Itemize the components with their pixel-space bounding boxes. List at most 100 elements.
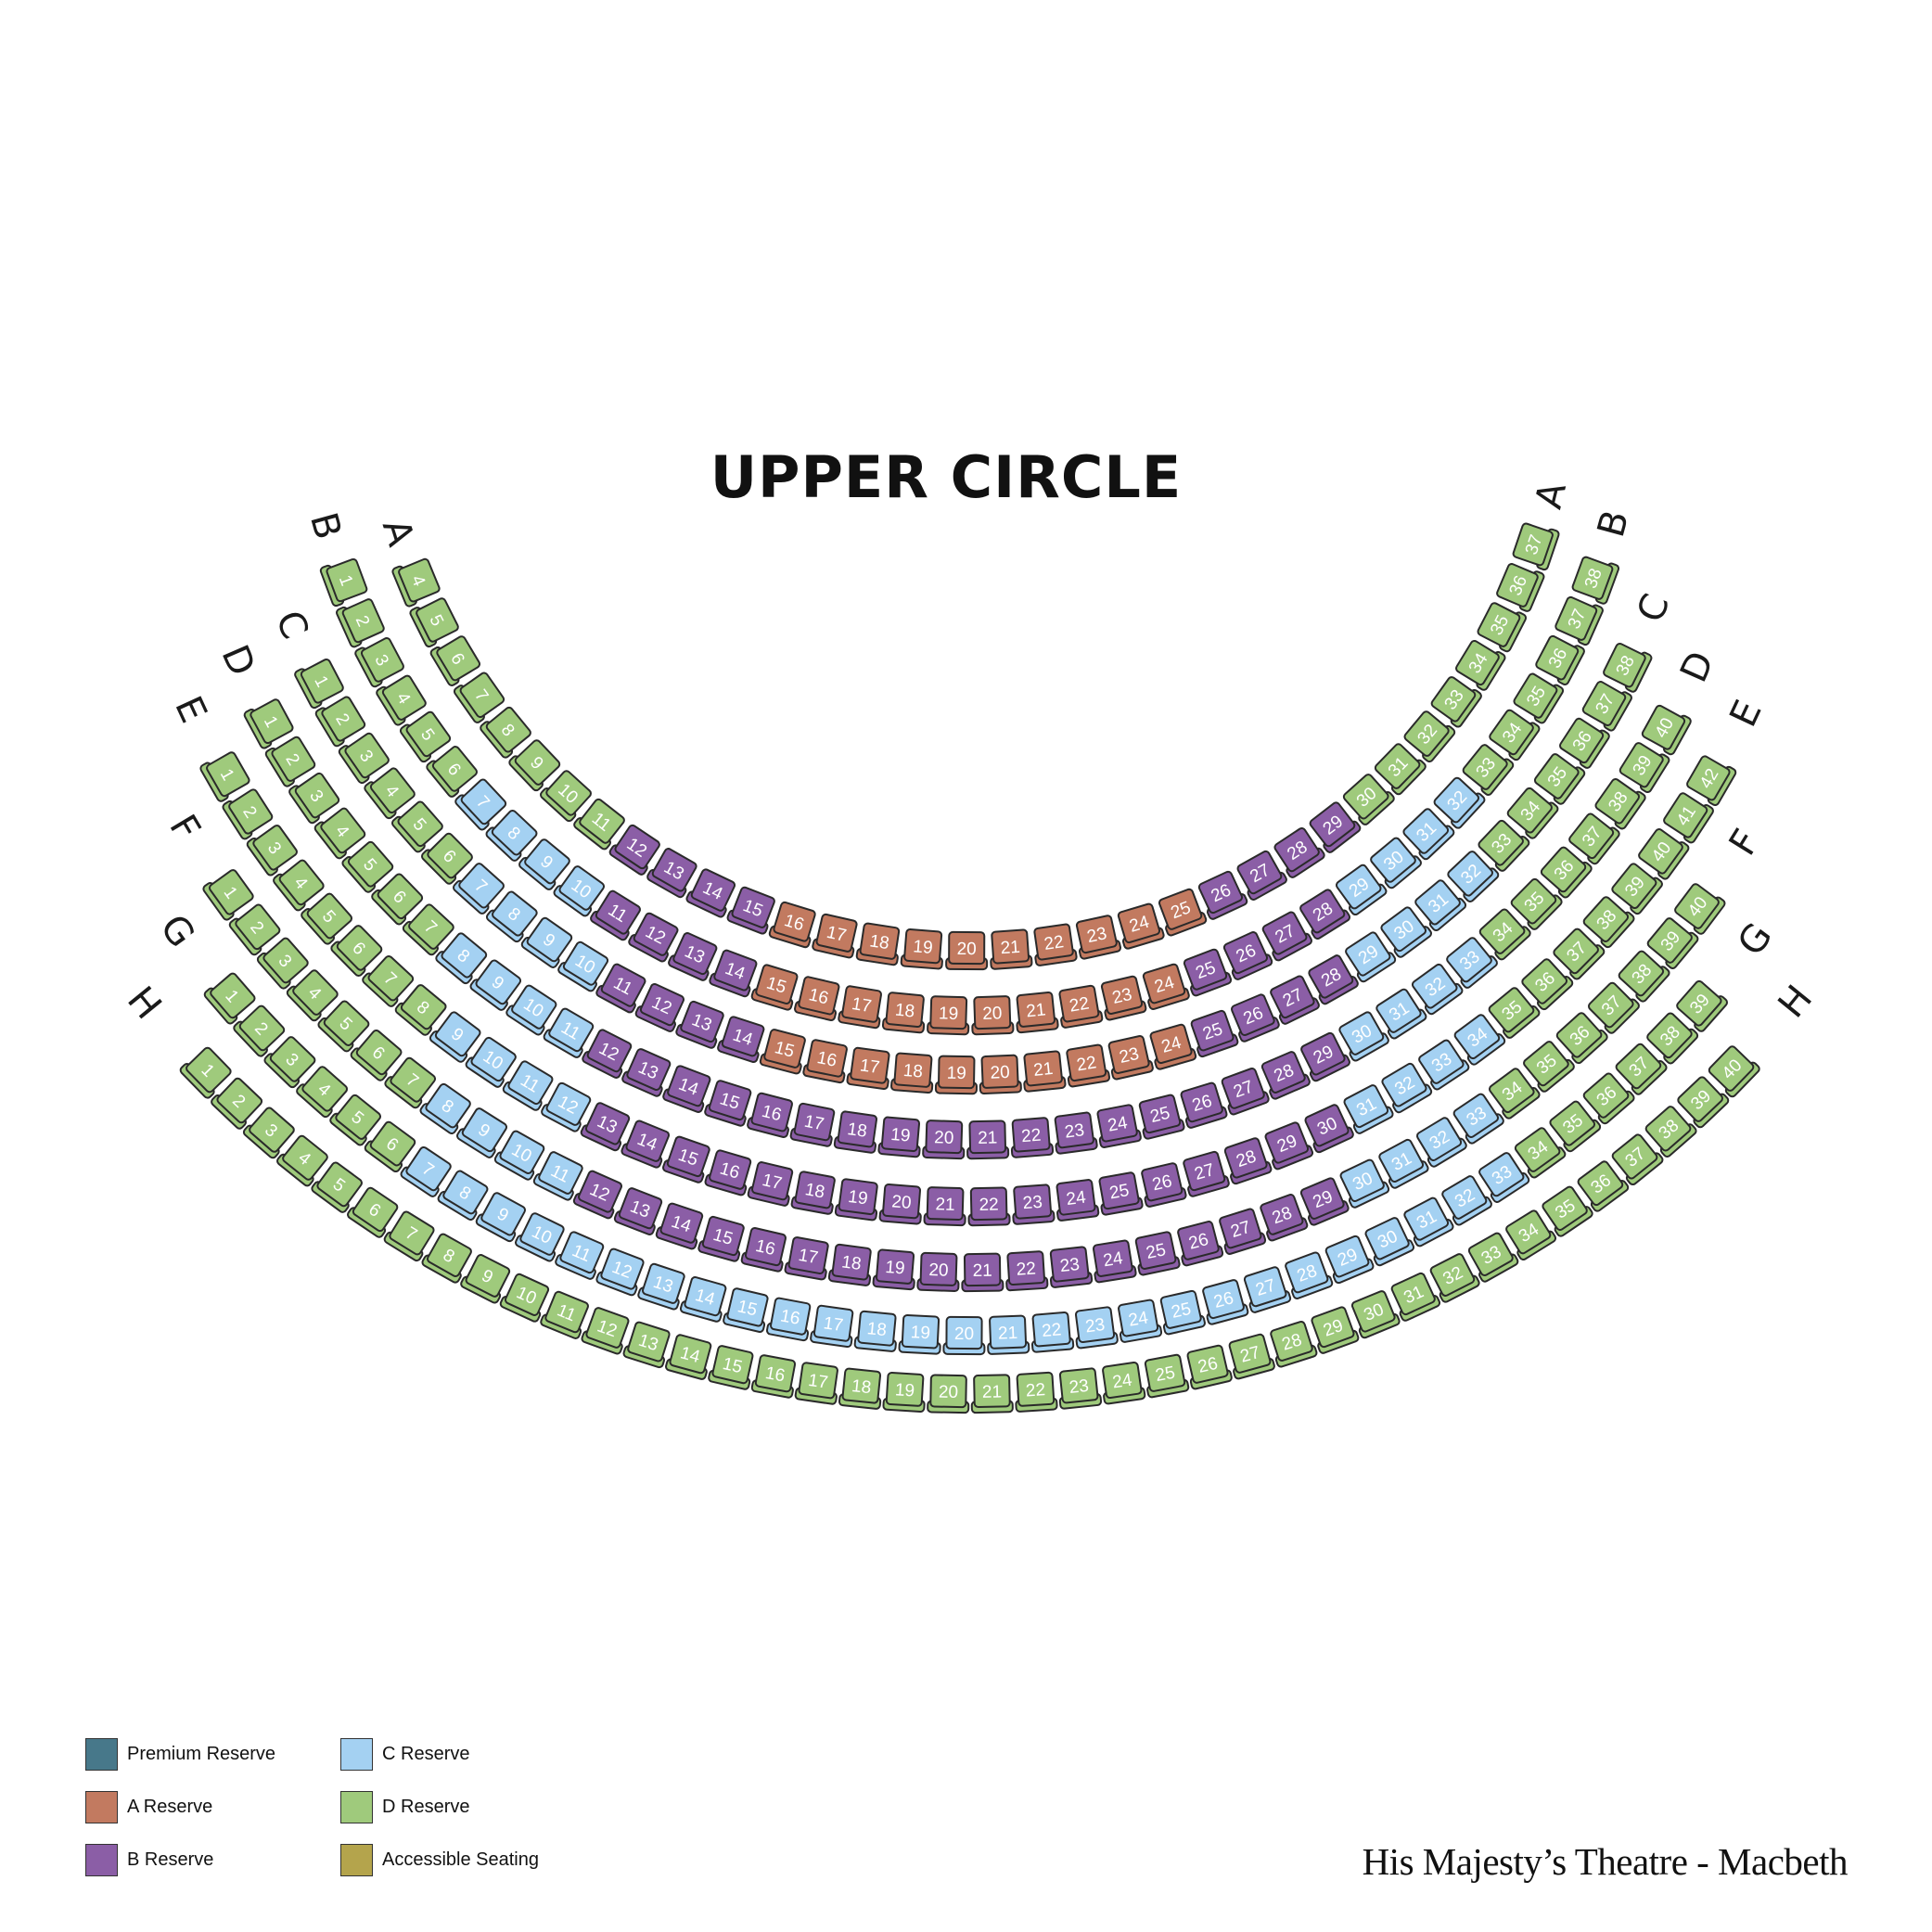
seat[interactable]: 34 [1487, 707, 1541, 761]
seat[interactable]: 23 [1098, 975, 1147, 1021]
seat[interactable]: 10 [505, 982, 560, 1036]
seat[interactable]: 26 [1138, 1162, 1187, 1208]
seat[interactable]: 6 [429, 633, 482, 686]
seat[interactable]: 29 [1298, 1030, 1350, 1082]
seat[interactable]: 38 [1616, 948, 1670, 1003]
seat[interactable]: 8 [485, 807, 540, 862]
seat[interactable]: 22 [1004, 1250, 1049, 1292]
seat[interactable]: 13 [621, 1047, 673, 1097]
seat[interactable]: 33 [1415, 1037, 1470, 1091]
seat[interactable]: 30 [1377, 904, 1432, 958]
seat[interactable]: 40 [1672, 880, 1726, 935]
seat[interactable]: 5 [390, 799, 445, 853]
seat[interactable]: 30 [1301, 1103, 1354, 1154]
seat[interactable]: 21 [966, 1120, 1010, 1160]
seat[interactable]: 21 [961, 1252, 1004, 1293]
seat[interactable]: 21 [1021, 1050, 1067, 1093]
seat[interactable]: 26 [1199, 1278, 1249, 1325]
seat[interactable]: 14 [662, 1064, 713, 1113]
seat[interactable]: 18 [790, 1171, 838, 1215]
seat[interactable]: 22 [1009, 1117, 1055, 1158]
seat[interactable]: 17 [784, 1236, 831, 1281]
seat[interactable]: 12 [582, 1028, 634, 1080]
seat[interactable]: 24 [1090, 1239, 1137, 1284]
seat[interactable]: 28 [1257, 1193, 1309, 1242]
seat[interactable]: 33 [1451, 1091, 1505, 1145]
seat[interactable]: 32 [1431, 774, 1486, 829]
seat[interactable]: 14 [709, 948, 760, 998]
seat[interactable]: 23 [1073, 1306, 1119, 1350]
seat[interactable]: 31 [1373, 987, 1427, 1040]
seat[interactable]: 19 [882, 1372, 926, 1413]
seat[interactable]: 3 [354, 634, 406, 688]
seat[interactable]: 27 [1216, 1208, 1267, 1255]
seat[interactable]: 32 [1414, 1115, 1467, 1168]
seat[interactable]: 33 [1428, 673, 1482, 728]
seat[interactable]: 3 [263, 1033, 318, 1089]
seat[interactable]: 20 [979, 1054, 1022, 1095]
seat[interactable]: 36 [1518, 956, 1574, 1011]
seat[interactable]: 2 [233, 1003, 288, 1057]
seat[interactable]: 11 [590, 889, 644, 941]
seat[interactable]: 5 [329, 1092, 384, 1146]
seat[interactable]: 1 [319, 556, 369, 608]
seat[interactable]: 7 [454, 776, 509, 831]
seat[interactable]: 31 [1340, 1082, 1394, 1134]
seat[interactable]: 35 [1508, 876, 1563, 930]
seat[interactable]: 24 [1054, 1179, 1100, 1222]
seat[interactable]: 1 [294, 656, 346, 710]
seat[interactable]: 23 [1052, 1111, 1098, 1155]
seat[interactable]: 14 [665, 1334, 714, 1380]
seat[interactable]: 14 [621, 1119, 672, 1169]
seat[interactable]: 27 [1180, 1150, 1230, 1197]
seat[interactable]: 15 [759, 1028, 809, 1075]
seat[interactable]: 5 [409, 595, 461, 648]
seat[interactable]: 7 [400, 1145, 454, 1198]
seat[interactable]: 20 [922, 1120, 966, 1160]
seat[interactable]: 19 [872, 1248, 916, 1291]
seat[interactable]: 26 [1174, 1220, 1224, 1267]
seat[interactable]: 15 [697, 1215, 747, 1262]
seat[interactable]: 29 [1307, 800, 1362, 854]
seat[interactable]: 25 [1158, 1289, 1206, 1336]
seat[interactable]: 32 [1427, 1251, 1480, 1303]
seat[interactable]: 27 [1241, 1265, 1292, 1313]
seat[interactable]: 10 [515, 1211, 568, 1262]
seat[interactable]: 24 [1115, 902, 1165, 950]
seat[interactable]: 9 [429, 1009, 483, 1063]
seat[interactable]: 28 [1297, 887, 1351, 940]
seat[interactable]: 10 [539, 768, 594, 823]
seat[interactable]: 22 [1031, 923, 1078, 966]
seat[interactable]: 23 [1073, 915, 1122, 960]
seat[interactable]: 6 [364, 1119, 418, 1173]
seat[interactable]: 9 [460, 1252, 513, 1304]
seat[interactable]: 20 [878, 1183, 923, 1225]
seat[interactable]: 6 [350, 1027, 404, 1081]
seat[interactable]: 29 [1262, 1120, 1314, 1171]
seat[interactable]: 37 [1551, 926, 1606, 980]
seat[interactable]: 22 [1030, 1311, 1075, 1353]
seat[interactable]: 30 [1336, 1009, 1389, 1062]
seat[interactable]: 28 [1267, 1320, 1318, 1368]
seat[interactable]: 20 [927, 1374, 970, 1414]
seat[interactable]: 2 [264, 734, 317, 787]
seat[interactable]: 36 [1554, 1010, 1608, 1065]
seat[interactable]: 21 [987, 1314, 1030, 1355]
seat[interactable]: 25 [1136, 1094, 1185, 1140]
seat[interactable]: 13 [637, 1262, 687, 1311]
seat[interactable]: 24 [1094, 1104, 1142, 1148]
seat[interactable]: 8 [437, 1168, 491, 1222]
seat[interactable]: 22 [1064, 1043, 1111, 1088]
seat[interactable]: 1 [203, 970, 258, 1025]
seat[interactable]: 4 [295, 1064, 350, 1119]
seat[interactable]: 28 [1271, 825, 1325, 879]
seat[interactable]: 1 [243, 696, 295, 749]
seat[interactable]: 11 [595, 962, 649, 1014]
seat[interactable]: 39 [1674, 978, 1729, 1032]
seat[interactable]: 3 [246, 822, 300, 876]
seat[interactable]: 34 [1486, 1066, 1541, 1120]
seat[interactable]: 30 [1367, 835, 1422, 889]
seat[interactable]: 29 [1308, 1305, 1360, 1354]
seat[interactable]: 40 [1706, 1043, 1760, 1098]
seat[interactable]: 8 [480, 704, 534, 759]
